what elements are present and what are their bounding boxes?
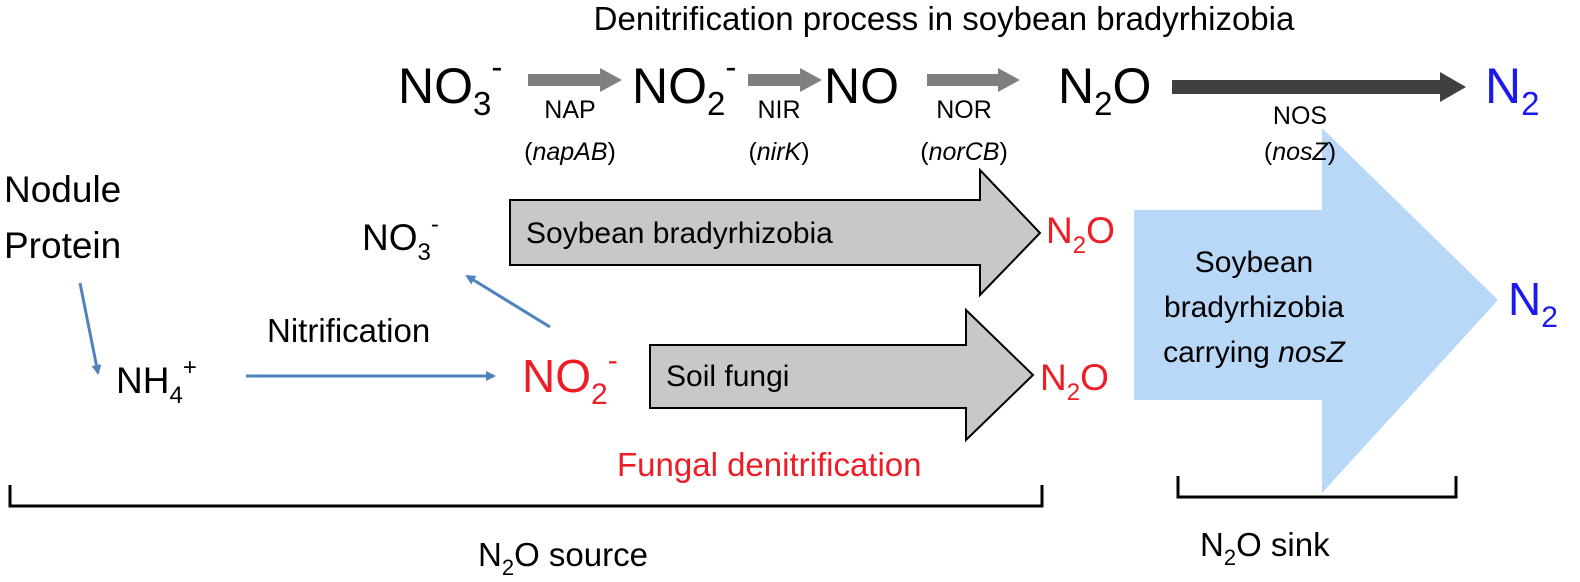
bradyrhizobia-arrow-label: Soybean bradyrhizobia xyxy=(526,217,833,250)
fungal-denitrification-label: Fungal denitrification xyxy=(617,446,922,483)
gene-nirk: (nirK) xyxy=(748,138,809,166)
n2-product: N2 xyxy=(1508,273,1558,334)
pathway-no: NO xyxy=(824,58,899,114)
sink-label: N2O sink xyxy=(1200,526,1330,570)
source-bracket xyxy=(8,485,1044,508)
pathway-no2: NO2- xyxy=(632,48,736,122)
sink-bracket xyxy=(1176,476,1458,499)
nap-arrow xyxy=(528,68,622,92)
nitrification-label: Nitrification xyxy=(267,312,430,349)
fungi-arrow-label: Soil fungi xyxy=(666,360,789,393)
nodule-to-nh4-arrow xyxy=(78,282,102,375)
source-label: N2O source xyxy=(478,536,648,580)
gene-nosz: (nosZ) xyxy=(1264,138,1336,166)
fungi-arrow xyxy=(649,307,1035,443)
pathway-no3: NO3- xyxy=(398,48,502,122)
sink-line2: bradyrhizobia xyxy=(1164,291,1344,324)
gene-norcb: (norCB) xyxy=(920,138,1008,166)
n2o-from-fungi: N2O xyxy=(1040,357,1109,406)
enzyme-nos: NOS xyxy=(1273,102,1327,130)
sink-line3: carrying nosZ xyxy=(1163,336,1346,369)
sink-arrow xyxy=(1134,128,1498,493)
nos-arrow xyxy=(1172,72,1466,102)
no2-to-no3-arrow xyxy=(465,274,551,329)
enzyme-nap: NAP xyxy=(544,96,595,124)
soil-no3: NO3- xyxy=(362,211,439,266)
enzyme-nir: NIR xyxy=(757,96,800,124)
protein-label: Protein xyxy=(4,225,121,266)
pathway-n2: N2 xyxy=(1485,58,1539,122)
enzyme-nor: NOR xyxy=(936,96,992,124)
bradyrhizobia-arrow xyxy=(509,167,1042,298)
diagram-title: Denitrification process in soybean brady… xyxy=(594,0,1295,37)
nh4: NH4+ xyxy=(116,354,197,409)
nor-arrow xyxy=(927,68,1020,92)
pathway-n2o: N2O xyxy=(1058,58,1151,122)
nir-arrow xyxy=(748,68,822,92)
sink-line1: Soybean xyxy=(1195,246,1313,279)
n2o-from-bradyrhizobia: N2O xyxy=(1046,210,1115,259)
nodule-label: Nodule xyxy=(4,169,121,210)
gene-napab: (napAB) xyxy=(524,138,616,166)
soil-no2: NO2- xyxy=(522,344,618,411)
